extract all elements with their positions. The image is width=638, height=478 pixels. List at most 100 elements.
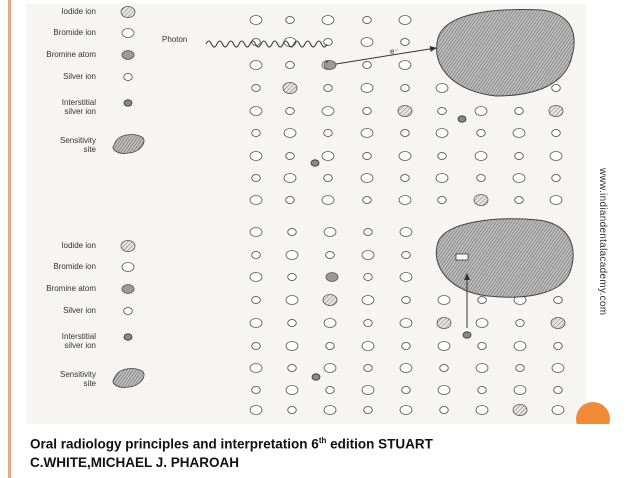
lattice-b-ion [474,151,488,161]
lattice-c-ion [477,342,487,350]
lattice-b-ion [285,196,295,204]
b-legend-label-bromide: Bromide ion [53,28,96,37]
lattice-b-ion [360,128,374,138]
photon-label: Photon [162,35,187,44]
lattice-b-ion [476,129,486,137]
lattice-c-ion [322,294,338,306]
latent-image-silver-speck [455,253,469,261]
b-legend-label2-interstitial: silver ion [64,107,96,116]
lattice-c-ion [437,341,451,351]
lattice-c-ion [361,250,375,260]
lattice-b-ion [400,38,410,46]
lattice-c-ion [399,318,413,328]
lattice-c-ion [439,406,449,414]
lattice-b-ion [362,107,372,115]
c-legend-label-site: Sensitivity [60,370,96,379]
lattice-b-ion [362,61,372,69]
lattice-c-ion [323,363,337,373]
lattice-b-ion [398,15,412,25]
lattice-b-ion [282,82,298,94]
b-legend-swatch-iodide [120,6,136,18]
lattice-b-ion [249,60,263,70]
lattice-c-ion [361,385,375,395]
lattice-c-ion [363,319,373,327]
slide-frame-left [8,0,11,478]
caption-line2-text: C.WHITE,MICHAEL J. PHAROAH [30,454,240,470]
caption-line1-end: edition STUART [326,436,433,452]
lattice-b-ion [321,15,335,25]
lattice-c-ion [553,296,563,304]
lattice-c-ion [249,272,263,282]
lattice-c-ion [287,319,297,327]
lattice-c-interstitial-ion [462,331,472,339]
lattice-b-interstitial-ion [310,159,320,167]
lattice-c-ion [287,364,297,372]
lattice-b-ion [437,196,447,204]
lattice-c-ion [285,385,299,395]
lattice-b-ion [400,84,410,92]
b-legend-label-interstitial: Interstitial [62,98,96,107]
c-legend-swatch-silver [123,307,133,315]
lattice-b-ion [249,195,263,205]
lattice-c-ion [325,251,335,259]
lattice-b-ion [514,196,524,204]
lattice-b-ion [400,129,410,137]
lattice-b-ion [321,106,335,116]
lattice-b-ion [362,196,372,204]
lattice-b-ion [551,129,561,137]
c-legend-label-bromide: Bromide ion [53,262,96,271]
lattice-b-ion [321,151,335,161]
lattice-b-ion [360,83,374,93]
b-legend-label-bromine: Bromine atom [46,50,96,59]
lattice-c-ion [249,227,263,237]
lattice-c-ion [553,386,563,394]
lattice-c-ion [249,405,263,415]
c-legend-site-swatch [112,368,145,388]
lattice-c-ion [399,363,413,373]
c-legend-label-interstitial: Interstitial [62,332,96,341]
lattice-c-ion [363,228,373,236]
b-legend-label-site: Sensitivity [60,136,96,145]
lattice-b-ion [514,107,524,115]
lattice-b-ion [398,60,412,70]
lattice-c-ion [515,319,525,327]
lattice-b-ion [551,84,561,92]
lattice-c-ion [513,341,527,351]
lattice-c-ion [325,342,335,350]
lattice-b-ion [398,151,412,161]
b-legend-label-silver: Silver ion [63,72,96,81]
lattice-c-ion [436,317,452,329]
lattice-c-ion [249,363,263,373]
lattice-b-ion [249,106,263,116]
lattice-b-ion [476,174,486,182]
accent-mask [570,424,638,436]
c-legend-swatch-bromide [121,262,135,272]
b-legend-label2-site: site [84,145,97,154]
lattice-b-ion [285,152,295,160]
lattice-c-ion [551,363,565,373]
lattice-c-ion [361,295,375,305]
b-legend-site-swatch [112,134,145,154]
c-legend-swatch-iodide [120,240,136,252]
lattice-b-ion [251,84,261,92]
lattice-b-ion [360,173,374,183]
c-legend-label-bromine: Bromine atom [46,284,96,293]
lattice-b-ion [549,151,563,161]
lattice-b-ion [251,129,261,137]
lattice-b-ion [249,151,263,161]
lattice-b-ion [474,106,488,116]
photon-wave [205,40,328,48]
lattice-c-ion [399,272,413,282]
lattice-c-ion [551,405,565,415]
lattice-b-ion [551,174,561,182]
lattice-b-ion [512,173,526,183]
lattice-c-ion [361,341,375,351]
lattice-b-ion [362,16,372,24]
c-legend-swatch-bromine [121,284,135,294]
c-legend-label-silver: Silver ion [63,306,96,315]
lattice-c-ion [475,363,489,373]
lattice-b-ion [400,174,410,182]
lattice-c-ion [363,273,373,281]
lattice-c-ion [399,405,413,415]
lattice-c-ion [251,386,261,394]
